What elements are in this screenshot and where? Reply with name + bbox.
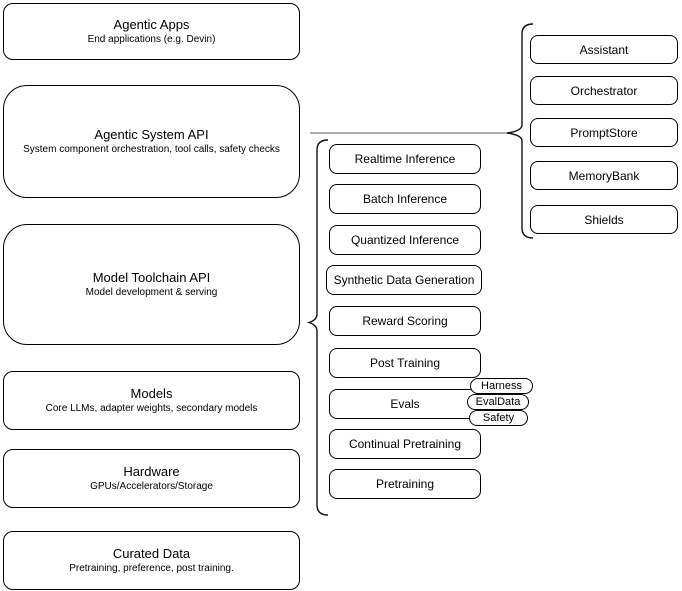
box-label: Evals	[390, 397, 420, 411]
left-box-agentic-system-api: Agentic System API System component orch…	[3, 85, 300, 198]
left-box-agentic-apps: Agentic Apps End applications (e.g. Devi…	[3, 3, 300, 60]
left-box-curated-data: Curated Data Pretraining, preference, po…	[3, 531, 300, 590]
system-item-shields: Shields	[530, 205, 678, 234]
box-title: Model Toolchain API	[92, 270, 211, 285]
pill-label: Harness	[481, 380, 522, 392]
evals-tag-evaldata: EvalData	[467, 394, 529, 410]
box-title: Agentic Apps	[113, 17, 190, 32]
toolchain-item-synthetic-data-generation: Synthetic Data Generation	[326, 265, 482, 295]
toolchain-item-reward-scoring: Reward Scoring	[329, 306, 481, 336]
toolchain-item-evals: Evals	[329, 389, 481, 419]
system-item-orchestrator: Orchestrator	[530, 76, 678, 105]
left-box-model-toolchain-api: Model Toolchain API Model development & …	[3, 224, 300, 345]
box-title: Hardware	[123, 464, 180, 479]
box-subtitle: End applications (e.g. Devin)	[87, 34, 216, 45]
evals-tag-harness: Harness	[470, 378, 533, 394]
pill-label: Safety	[482, 412, 515, 424]
box-label: Synthetic Data Generation	[333, 273, 475, 287]
toolchain-item-quantized-inference: Quantized Inference	[329, 225, 481, 255]
system-item-assistant: Assistant	[530, 35, 678, 64]
box-label: Pretraining	[375, 477, 435, 491]
box-label: Shields	[584, 212, 624, 227]
box-subtitle: Model development & serving	[85, 287, 218, 298]
box-title: Curated Data	[112, 546, 191, 561]
system-brace	[506, 23, 534, 239]
box-label: PromptStore	[570, 125, 638, 140]
system-item-memorybank: MemoryBank	[530, 161, 678, 190]
toolchain-item-continual-pretraining: Continual Pretraining	[329, 429, 481, 459]
system-item-promptstore: PromptStore	[530, 118, 678, 147]
box-label: Reward Scoring	[362, 314, 448, 328]
box-subtitle: System component orchestration, tool cal…	[23, 144, 280, 155]
box-label: Realtime Inference	[354, 152, 456, 166]
box-title: Agentic System API	[94, 127, 209, 142]
toolchain-item-pretraining: Pretraining	[329, 469, 481, 499]
toolchain-item-batch-inference: Batch Inference	[329, 184, 481, 214]
box-label: Batch Inference	[362, 192, 448, 206]
box-subtitle: GPUs/Accelerators/Storage	[90, 481, 213, 492]
box-label: Continual Pretraining	[348, 437, 462, 451]
toolchain-item-realtime-inference: Realtime Inference	[329, 144, 481, 174]
pill-label: EvalData	[475, 396, 521, 408]
box-subtitle: Core LLMs, adapter weights, secondary mo…	[45, 403, 258, 414]
box-title: Models	[130, 386, 173, 401]
box-label: Quantized Inference	[350, 233, 460, 247]
box-label: Assistant	[579, 42, 629, 57]
left-box-models: Models Core LLMs, adapter weights, secon…	[3, 371, 300, 430]
toolchain-item-post-training: Post Training	[329, 348, 481, 378]
toolchain-brace	[306, 139, 329, 516]
box-label: MemoryBank	[568, 168, 640, 183]
evals-tag-safety: Safety	[469, 410, 528, 426]
left-box-hardware: Hardware GPUs/Accelerators/Storage	[3, 449, 300, 508]
box-subtitle: Pretraining, preference, post training.	[69, 563, 234, 574]
box-label: Orchestrator	[570, 83, 638, 98]
box-label: Post Training	[369, 356, 441, 370]
